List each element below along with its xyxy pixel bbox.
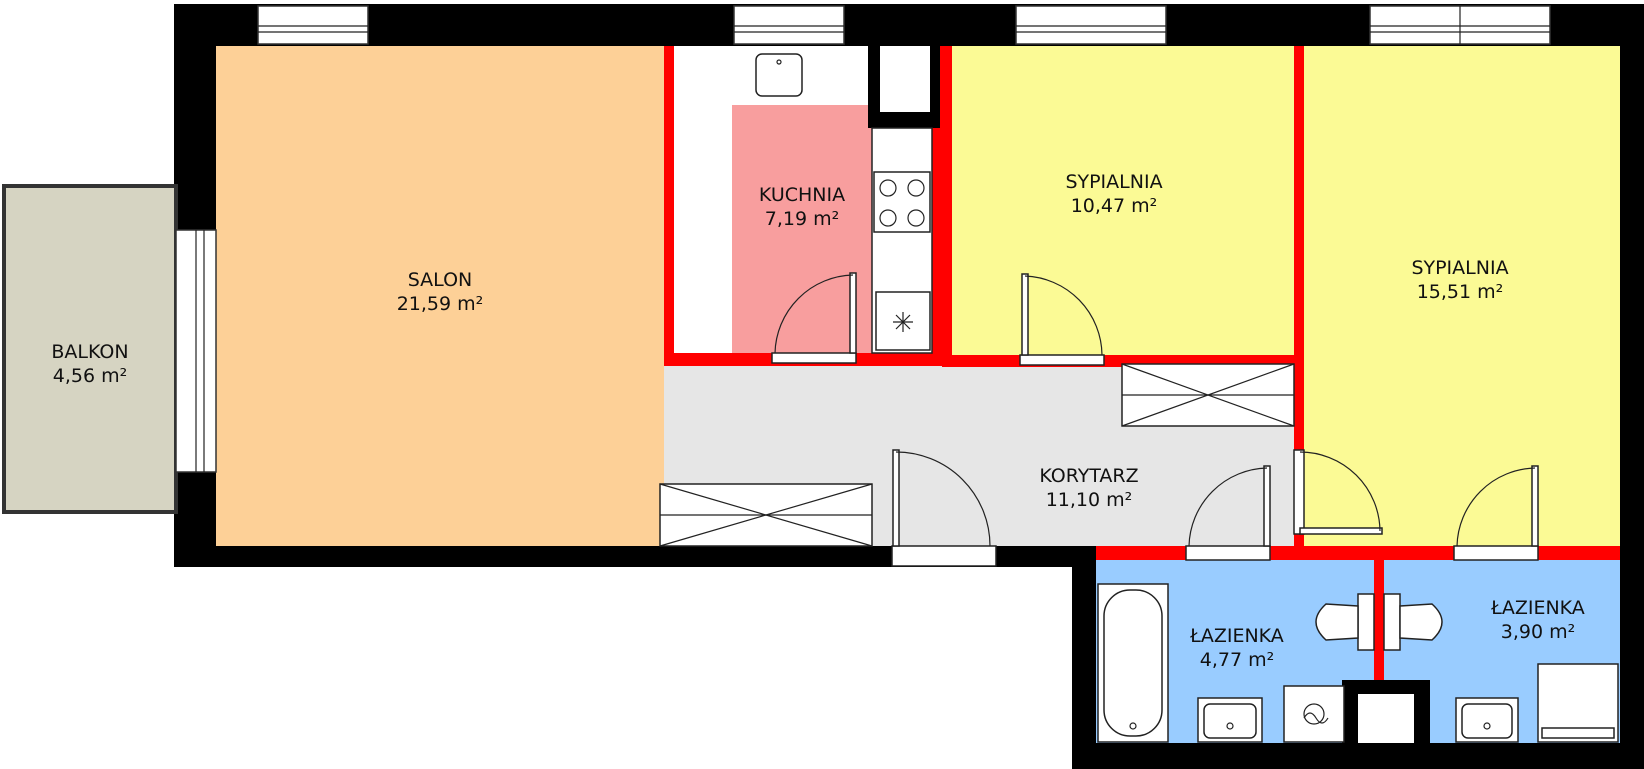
sypialnia1-area: 10,47 m² (1071, 195, 1158, 217)
bathroom-fixtures (1097, 583, 1619, 743)
corridor-bedroom-gap (1294, 46, 1304, 546)
stove-icon (873, 171, 931, 233)
sypialnia2-area: 15,51 m² (1417, 281, 1504, 303)
bath-divider (1374, 560, 1384, 743)
washbasin-2 (1455, 697, 1519, 743)
lazienka2-name: ŁAZIENKA (1490, 597, 1585, 619)
salon-area: 21,59 m² (397, 293, 484, 315)
bedroom1-floor (946, 46, 1294, 355)
bathrooms-wall-strip (1096, 546, 1620, 560)
doors (771, 272, 1539, 567)
kuchnia-area: 7,19 m² (765, 208, 839, 230)
korytarz-area: 11,10 m² (1046, 489, 1133, 511)
bedroom1-bottom-wall (942, 46, 952, 366)
lazienka2-area: 3,90 m² (1501, 621, 1575, 643)
kuchnia-name: KUCHNIA (759, 184, 845, 206)
sypialnia1-name: SYPIALNIA (1065, 171, 1162, 193)
bathtub (1097, 583, 1169, 743)
washbasin-1 (1197, 697, 1263, 743)
washing-machine-icon (1283, 685, 1345, 743)
top-windows (257, 5, 1551, 45)
kitchen-fixtures (755, 46, 940, 354)
room-labels: SALON 21,59 m² KUCHNIA 7,19 m² SYPIALNIA… (51, 171, 1584, 671)
toilet-2 (1383, 593, 1443, 651)
chimney-inner (1358, 694, 1414, 743)
sink (755, 53, 803, 97)
balcony (2, 184, 178, 514)
wardrobe-corridor-left (659, 483, 873, 547)
salon-name: SALON (408, 269, 473, 291)
balcony-window (175, 229, 217, 473)
kuchnia-floor (732, 105, 872, 353)
lazienka1-name: ŁAZIENKA (1189, 625, 1284, 647)
toilet-1 (1315, 593, 1375, 651)
balkon-area: 4,56 m² (53, 365, 127, 387)
korytarz-name: KORYTARZ (1039, 465, 1138, 487)
shower-cabinet (1537, 663, 1619, 743)
sypialnia2-name: SYPIALNIA (1411, 257, 1508, 279)
salon-floor (216, 46, 664, 546)
lazienka1-area: 4,77 m² (1200, 649, 1274, 671)
fridge-icon (875, 291, 931, 351)
bedroom2-floor (1304, 46, 1620, 546)
balkon-name: BALKON (51, 341, 128, 363)
wardrobe-corridor-right (1121, 363, 1295, 427)
chimney-kitchen-inner (880, 46, 930, 112)
